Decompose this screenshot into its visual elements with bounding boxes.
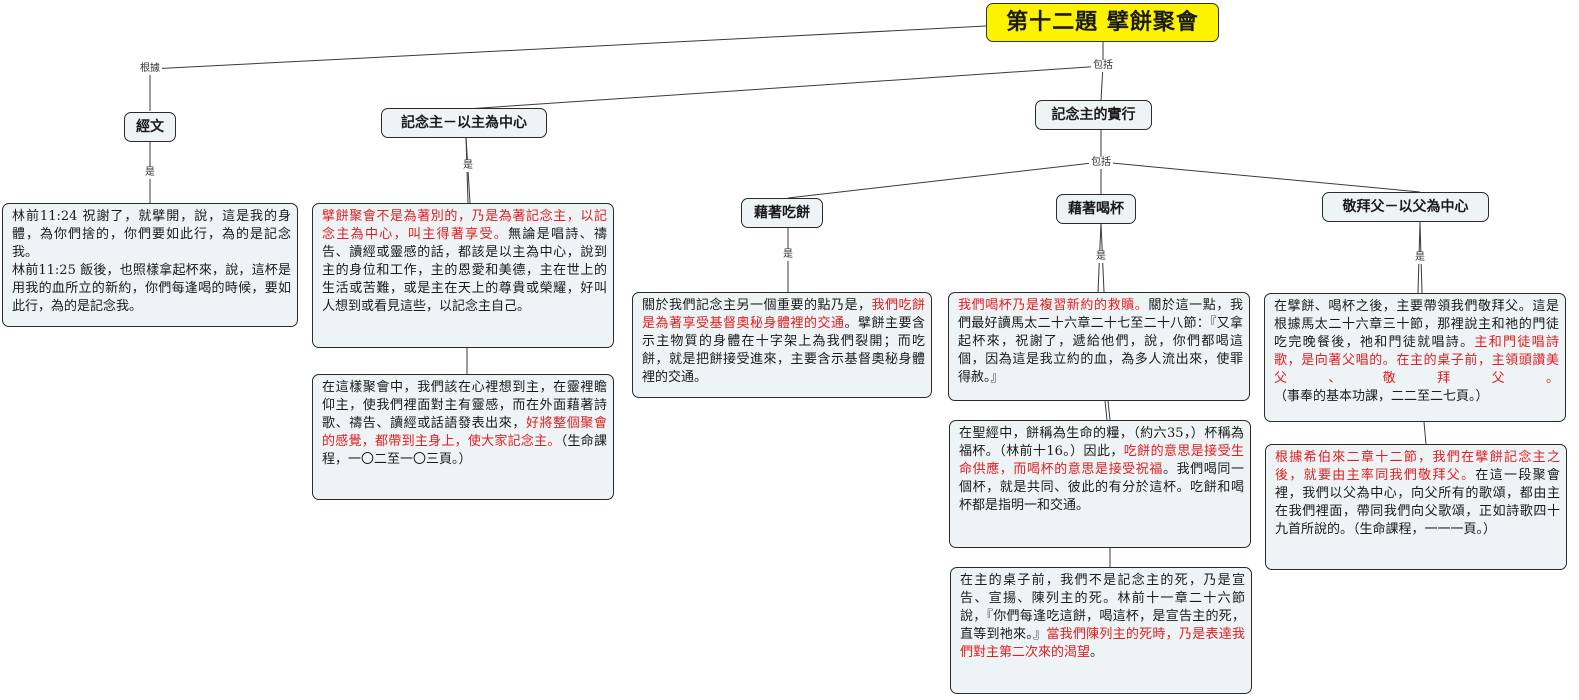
connector: [787, 161, 1102, 199]
note-text: （生命課程，一〇二至一〇三頁。）: [322, 434, 607, 467]
topic-bread[interactable]: 藉著吃餅: [741, 198, 823, 228]
note-remember-1[interactable]: 擘餅聚會不是為著別的，乃是為著記念主，以記念主為中心，叫主得著享受。無論是唱詩、…: [312, 203, 614, 348]
topic-practice[interactable]: 記念主的實行: [1035, 100, 1152, 130]
highlight-text: 擘餅聚會不是為著別的，乃是為著記念主，以記念主為中心，叫主得著享受。: [322, 209, 607, 242]
highlight-text: 我們喝杯乃是複習新約的救贖。: [958, 298, 1149, 313]
label-is: 是: [1094, 251, 1108, 263]
note-text: 無論是唱詩、禱告、讀經或靈感的話，都該是以主為中心，說到主的身位和工作，主的恩愛…: [322, 227, 607, 314]
highlight-text: 我們吃餅是為著享受基督奧秘身體裡的交通: [642, 298, 925, 331]
highlight-text: 根據希伯來二章十二節，我們在擘餅記念主之後，就要由主率同我們敬拜父。: [1275, 450, 1560, 483]
note-text: 在擘餅、喝杯之後，主要帶領我們敬拜父。這是根據馬太二十六章三十節，那裡說主和祂的…: [1274, 299, 1559, 350]
note-cup-2[interactable]: 在聖經中，餅稱為生命的糧，（約六35，）杯稱為福杯。（林前十16。）因此，吃餅的…: [949, 420, 1251, 548]
note-text: 關於這一點，我們最好讀馬太二十六章二十七至二十八節：『又拿起杯來，祝謝了，遞給他…: [958, 298, 1243, 385]
note-bread[interactable]: 關於我們記念主另一個重要的點乃是，我們吃餅是為著享受基督奧秘身體裡的交通。擘餅主…: [632, 292, 932, 398]
connector: [149, 25, 987, 70]
note-text: 在聖經中，餅稱為生命的糧，（約六35，）杯稱為福杯。（林前十16。）因此，: [959, 426, 1244, 459]
connector: [465, 65, 1104, 110]
topic-remember-lord[interactable]: 記念主－以主為中心: [381, 108, 547, 138]
connector: [1107, 400, 1111, 421]
note-remember-2[interactable]: 在這樣聚會中，我們該在心裡想到主，在靈裡瞻仰主，使我們裡面對主有靈感，而在外面藉…: [312, 374, 614, 500]
label-is: 是: [461, 160, 475, 172]
note-worship-1[interactable]: 在擘餅、喝杯之後，主要帶領我們敬拜父。這是根據馬太二十六章三十節，那裡說主和祂的…: [1264, 293, 1566, 422]
connector: [1423, 421, 1427, 445]
note-text: 。: [1090, 645, 1104, 660]
note-text: （事奉的基本功課，二二至二七頁。）: [1274, 389, 1489, 404]
note-text: 在這一段聚會裡，我們以父為中心，向父所有的歌頌，都由主在我們裡面，帶同我們向父歌…: [1275, 468, 1560, 537]
note-text: 在這樣聚會中，我們該在心裡想到主，在靈裡瞻仰主，使我們裡面對主有靈感，而在外面藉…: [322, 380, 607, 431]
label-include: 包括: [1089, 157, 1113, 169]
label-include: 包括: [1091, 60, 1115, 72]
central-topic[interactable]: 第十二題 擘餅聚會: [986, 3, 1219, 42]
note-scripture[interactable]: 林前11:24 祝謝了，就擘開，說，這是我的身體，為你們捨的，你們要如此行，為的…: [2, 203, 298, 327]
note-text: 關於我們記念主另一個重要的點乃是，: [642, 298, 872, 313]
note-cup-1[interactable]: 我們喝杯乃是複習新約的救贖。關於這一點，我們最好讀馬太二十六章二十七至二十八節：…: [948, 292, 1250, 401]
highlight-text: 主和門徒唱詩歌，是向著父唱的。在主的桌子前，主領頭讚美父、敬拜父。: [1274, 335, 1559, 386]
label-is: 是: [781, 249, 795, 261]
connector: [1100, 161, 1421, 193]
highlight-text: 吃餅的意思是接受生命供應，而喝杯的意思是接受祝福: [959, 444, 1244, 477]
connector: [1104, 400, 1108, 421]
highlight-text: 當我們陳列主的死時，乃是表達我們對主第二次來的渴望: [960, 627, 1245, 660]
label-is: 是: [143, 167, 157, 179]
note-text: 林前11:25 飯後，也照樣拿起杯來，說，這杯是用我的血所立的新約，你們每逢喝的…: [12, 263, 291, 314]
note-text: 林前11:24 祝謝了，就擘開，說，這是我的身體，為你們捨的，你們要如此行，為的…: [12, 209, 291, 260]
note-text: 。我們喝同一個杯，就是共同、彼此的有分於這杯。吃餅和喝杯都是指明一和交通。: [959, 462, 1244, 513]
note-cup-3[interactable]: 在主的桌子前，我們不是記念主的死，乃是宣告、宣揚、陳列主的死。林前十一章二十六節…: [950, 567, 1252, 694]
note-text: 在主的桌子前，我們不是記念主的死，乃是宣告、宣揚、陳列主的死。林前十一章二十六節…: [960, 573, 1245, 642]
topic-worship-father[interactable]: 敬拜父－以父為中心: [1322, 192, 1489, 222]
label-basis: 根據: [138, 63, 162, 75]
note-text: 。擘餅主要含示主物質的身體在十字架上為我們裂開；而吃餅，就是把餅接受進來，主要含…: [642, 316, 925, 385]
note-worship-2[interactable]: 根據希伯來二章十二節，我們在擘餅記念主之後，就要由主率同我們敬拜父。在這一段聚會…: [1265, 444, 1567, 570]
highlight-text: 好將整個聚會的感覺，都帶到主身上，使大家記念主。: [322, 416, 607, 449]
topic-scripture[interactable]: 經文: [124, 112, 176, 142]
topic-cup[interactable]: 藉著喝杯: [1056, 194, 1136, 224]
label-is: 是: [1413, 252, 1427, 264]
